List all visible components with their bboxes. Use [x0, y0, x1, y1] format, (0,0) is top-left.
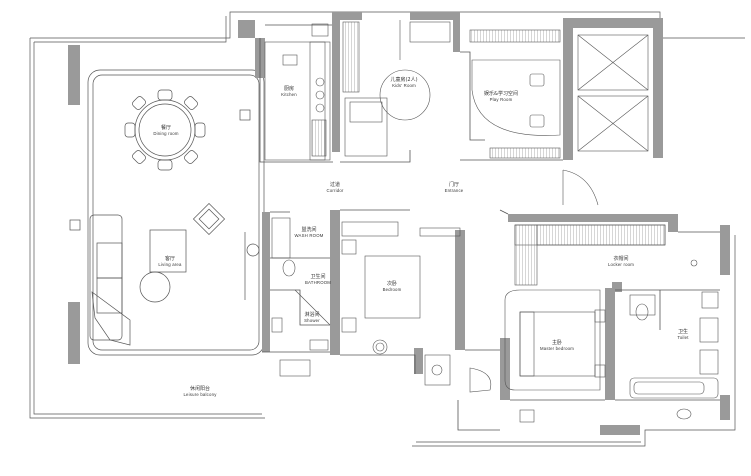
label-living-area: 客厅 Living area [158, 255, 182, 267]
kids-en: Kids' Room [392, 82, 416, 88]
label-toilet: 卫生 Toilet [677, 328, 689, 340]
dining-en: Dining room [153, 130, 179, 136]
locker-en: Locker room [607, 261, 635, 267]
structural-walls [68, 12, 730, 435]
kitchen-en: Kitchen [281, 91, 297, 97]
balcony-zh: 休闲阳台 [189, 385, 211, 392]
bathroom-zh: 卫生间 [310, 273, 326, 280]
toilet-en: Toilet [677, 334, 689, 340]
toilet-zh: 卫生 [677, 328, 689, 335]
label-shower: 淋浴间 Shower [304, 311, 320, 323]
label-kitchen: 厨房 Kitchen [281, 85, 297, 97]
label-master-bedroom: 主卧 Master bedroom [539, 339, 575, 351]
label-locker-room: 衣帽间 Locker room [607, 255, 635, 267]
corridor-zh: 过道 [329, 181, 340, 188]
bedroom-en: Bedroom [382, 286, 402, 292]
master-bedroom-furniture [424, 289, 606, 423]
label-leisure-balcony: 休闲阳台 Leisure balcony [183, 385, 217, 397]
wash-en: WASH ROOM [294, 232, 324, 238]
kids-zh: 儿童房(2人) [390, 76, 418, 83]
label-corridor: 过道 Corridor [326, 181, 344, 193]
outer-outline [29, 11, 745, 447]
label-kids-room: 儿童房(2人) Kids' Room [390, 76, 418, 88]
entrance-zh: 门厅 [448, 181, 459, 188]
bedroom-furniture [341, 221, 421, 355]
corridor-en: Corridor [326, 187, 344, 193]
play-en: Play Room [489, 96, 513, 102]
label-bedroom: 次卧 Bedroom [382, 280, 402, 292]
entrance-door [419, 169, 599, 237]
play-room-furniture [469, 29, 561, 159]
living-zh: 客厅 [164, 255, 176, 262]
bathroom-en: BATHROOM [304, 279, 332, 285]
play-zh: 娱乐&学习空间 [484, 90, 518, 97]
locker-room-fixtures [514, 224, 719, 309]
label-entrance: 门厅 Entrance [444, 181, 464, 193]
elevator-shaft [577, 34, 649, 152]
label-play-room: 娱乐&学习空间 Play Room [484, 90, 518, 102]
dining-table [124, 89, 206, 171]
living-en: Living area [158, 261, 182, 267]
wash-zh: 盥洗间 [301, 226, 317, 233]
kids-room-furniture [342, 20, 451, 157]
bedroom-zh: 次卧 [386, 280, 397, 287]
living-furniture [69, 109, 260, 346]
master-zh: 主卧 [551, 339, 562, 346]
kitchen-fixtures [264, 23, 331, 161]
dining-zh: 餐厅 [160, 124, 171, 131]
locker-zh: 衣帽间 [613, 255, 629, 262]
shower-zh: 淋浴间 [304, 311, 320, 318]
toilet-fixtures [629, 294, 719, 420]
label-dining-room: 餐厅 Dining room [153, 124, 179, 136]
bathroom-fixtures [271, 217, 331, 377]
balcony-en: Leisure balcony [183, 391, 217, 397]
entrance-en: Entrance [444, 187, 464, 193]
shower-en: Shower [304, 317, 320, 323]
master-en: Master bedroom [539, 345, 575, 351]
kitchen-zh: 厨房 [283, 85, 295, 92]
label-wash-room: 盥洗间 WASH ROOM [294, 226, 324, 238]
label-bathroom: 卫生间 BATHROOM [304, 273, 332, 285]
interior-walls [259, 24, 720, 431]
